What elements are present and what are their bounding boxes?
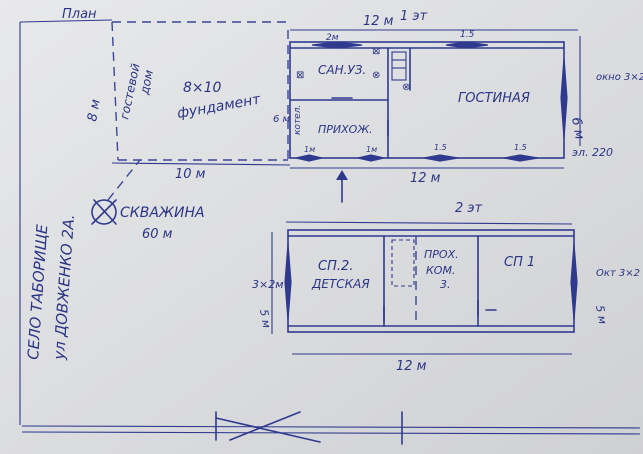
svg-text:1.5: 1.5	[514, 143, 527, 152]
plan-label: План	[62, 7, 97, 22]
floor-2: 2 эт СП.2. ДЕТСКАЯ ПРОХ. КОМ. 3. СП 1 3×…	[252, 201, 643, 374]
svg-text:1м: 1м	[366, 145, 377, 154]
guest-house-text-2: дом	[137, 69, 156, 97]
stairs-floor-1	[391, 51, 407, 81]
well-distance: 60 м	[142, 227, 173, 242]
bottom-sketch	[215, 411, 403, 445]
guest-side-dimension: 8 м	[85, 98, 104, 123]
room-pass-2: КОМ.	[426, 264, 455, 277]
floor-2-height-left: 5 м	[257, 308, 273, 329]
svg-text:1.5: 1.5	[460, 30, 475, 40]
window-floor-2-left	[284, 243, 292, 321]
electric-note: эл. 220	[572, 146, 613, 159]
frame-top-line	[19, 19, 113, 23]
entrance-arrow	[336, 170, 348, 203]
floor-1-title: 1 эт	[400, 9, 428, 24]
well-icon	[91, 199, 117, 225]
window-note: окно 3×2 м	[596, 72, 643, 83]
window-top-right: 1.5	[445, 30, 489, 49]
svg-text:2м: 2м	[326, 33, 339, 43]
floor-2-height-right: 5 м	[593, 304, 609, 325]
window-right-wall	[560, 57, 568, 139]
window-bottom-4: 1.5	[503, 143, 539, 162]
floor-2-window-right: Окт 3×2 м	[596, 268, 643, 279]
frame-bottom-line-2	[21, 431, 641, 435]
window-floor-2-right	[570, 243, 578, 321]
floor-1-bottom-length: 12 м	[410, 171, 441, 186]
fixture-x-4: ⊗	[402, 82, 410, 93]
window-bottom-1: 1м	[295, 145, 323, 162]
room-hall: ПРИХОЖ.	[318, 123, 373, 136]
stairs-floor-2	[391, 239, 415, 287]
room-pass-1: ПРОХ.	[424, 248, 459, 261]
floor-1-top-length: 12 м	[363, 14, 394, 29]
well: СКВАЖИНА 60 м	[91, 159, 205, 242]
room-living: ГОСТИНАЯ	[458, 91, 530, 106]
floor-2-title: 2 эт	[455, 201, 483, 216]
svg-text:1.5: 1.5	[434, 143, 447, 152]
guest-bottom-dimension: 10 м	[175, 167, 206, 182]
guest-house-size: 8×10	[183, 80, 222, 96]
window-bottom-2: 1м	[357, 145, 385, 162]
window-top-left: 2м	[311, 33, 363, 49]
well-label: СКВАЖИНА	[120, 205, 205, 221]
fixture-x-1: ⊠	[296, 70, 304, 81]
room-sp2: СП.2.	[318, 259, 353, 274]
room-boiler: котел.	[293, 105, 303, 135]
room-children: ДЕТСКАЯ	[311, 277, 370, 291]
floor-2-length: 12 м	[396, 359, 427, 374]
floor-1-height: 6 м	[568, 116, 587, 141]
window-bottom-3: 1.5	[423, 143, 459, 162]
room-sp1: СП 1	[504, 255, 535, 270]
fixture-x-2: ⊠	[372, 46, 380, 57]
room-bathroom: САН.УЗ.	[318, 63, 366, 77]
floor-2-window-left: 3×2м	[252, 278, 284, 291]
svg-text:1м: 1м	[304, 145, 315, 154]
frame-bottom-line	[21, 425, 641, 429]
floor-1-inner-height: 6 м	[273, 114, 291, 125]
floor-1: 1 эт 12 м САН.УЗ. ГОСТИНАЯ ПРИХОЖ. котел…	[273, 9, 643, 203]
fixture-x-3: ⊗	[372, 70, 380, 81]
room-pass-3: 3.	[440, 278, 451, 291]
